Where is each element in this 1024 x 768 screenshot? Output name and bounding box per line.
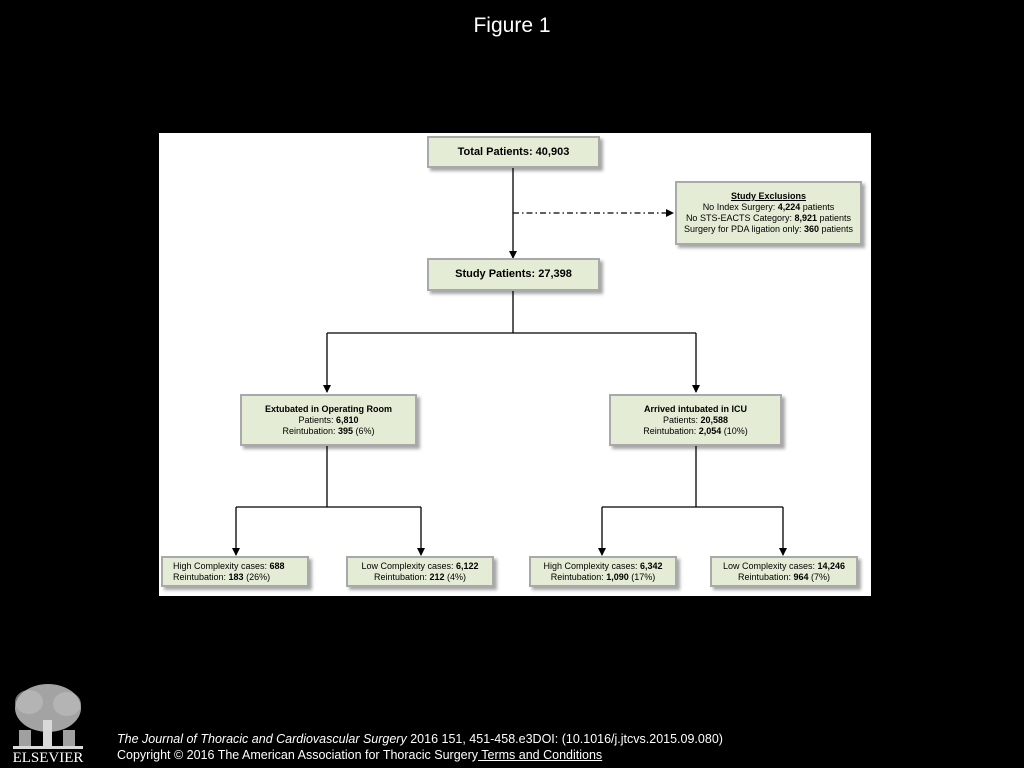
icu-high-cases: High Complexity cases: 6,342 xyxy=(543,560,663,571)
intubated-box: Arrived intubated in ICU Patients: 20,58… xyxy=(609,394,782,446)
or-low-reintubation: Reintubation: 212 (4%) xyxy=(373,571,467,582)
extubated-reintubation: Reintubation: 395 (6%) xyxy=(282,425,375,436)
exclusion-no-category: No STS-EACTS Category: 8,921 patients xyxy=(685,213,852,223)
study-exclusions-box: Study Exclusions No Index Surgery: 4,224… xyxy=(675,181,862,245)
terms-and-conditions-link[interactable]: Terms and Conditions xyxy=(478,748,603,762)
or-low-complexity-box: Low Complexity cases: 6,122 Reintubation… xyxy=(346,556,494,587)
total-patients-box: Total Patients: 40,903 xyxy=(427,136,600,168)
or-high-reintubation: Reintubation: 183 (26%) xyxy=(173,571,271,582)
extubated-heading: Extubated in Operating Room xyxy=(264,403,392,414)
copyright-line: Copyright © 2016 The American Associatio… xyxy=(117,747,723,763)
flowchart-figure: Total Patients: 40,903 Study Exclusions … xyxy=(159,133,871,596)
exclusions-heading: Study Exclusions xyxy=(730,191,807,201)
copyright-text: Copyright © 2016 The American Associatio… xyxy=(117,748,479,762)
exclusion-no-index: No Index Surgery: 4,224 patients xyxy=(702,202,835,212)
icu-low-complexity-box: Low Complexity cases: 14,246 Reintubatio… xyxy=(710,556,858,587)
flowchart-connectors xyxy=(232,168,787,556)
slide-title: Figure 1 xyxy=(473,14,551,37)
journal-name: The Journal of Thoracic and Cardiovascul… xyxy=(117,732,407,746)
exclusion-pda: Surgery for PDA ligation only: 360 patie… xyxy=(683,224,854,234)
intubated-heading: Arrived intubated in ICU xyxy=(643,403,747,414)
elsevier-tree-logo-icon xyxy=(13,684,83,749)
or-high-complexity-box: High Complexity cases: 688 Reintubation:… xyxy=(161,556,309,587)
icu-low-cases: Low Complexity cases: 14,246 xyxy=(722,560,846,571)
extubated-box: Extubated in Operating Room Patients: 6,… xyxy=(240,394,417,446)
study-patients-label: Study Patients: 27,398 xyxy=(455,268,572,280)
intubated-reintubation: Reintubation: 2,054 (10%) xyxy=(643,425,748,436)
or-low-cases: Low Complexity cases: 6,122 xyxy=(361,560,479,571)
extubated-patients: Patients: 6,810 xyxy=(298,414,359,425)
elsevier-logo-text: ELSEVIER xyxy=(12,750,84,766)
total-patients-label: Total Patients: 40,903 xyxy=(457,145,570,158)
study-patients-box: Study Patients: 27,398 xyxy=(427,258,600,291)
icu-high-reintubation: Reintubation: 1,090 (17%) xyxy=(550,571,656,582)
icu-low-reintubation: Reintubation: 964 (7%) xyxy=(737,571,831,582)
citation-block: The Journal of Thoracic and Cardiovascul… xyxy=(117,731,723,763)
or-high-cases: High Complexity cases: 688 xyxy=(173,560,285,571)
citation-line: The Journal of Thoracic and Cardiovascul… xyxy=(117,731,723,747)
citation-details: 2016 151, 451-458.e3DOI: (10.1016/j.jtcv… xyxy=(406,732,723,746)
icu-high-complexity-box: High Complexity cases: 6,342 Reintubatio… xyxy=(529,556,677,587)
intubated-patients: Patients: 20,588 xyxy=(662,414,729,425)
